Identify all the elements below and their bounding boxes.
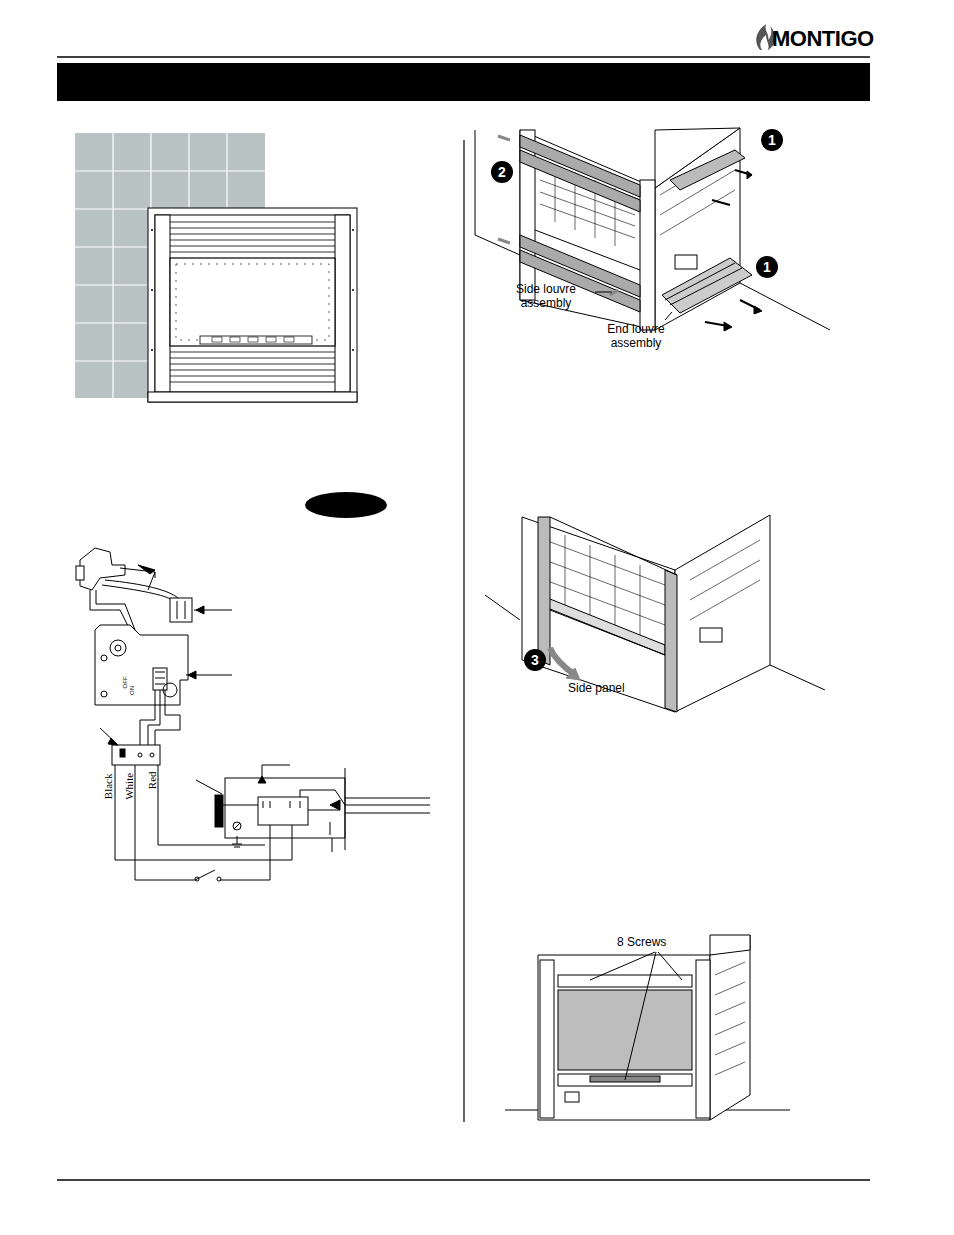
wire-color: White	[123, 773, 136, 800]
switch-position: ON	[129, 685, 136, 694]
brand-logo: MONTIGO	[772, 26, 874, 51]
callout-number: 2	[491, 161, 513, 183]
callout-number: 1	[756, 256, 778, 278]
switch-position: OFF	[122, 676, 129, 688]
callout-number: 1	[761, 129, 783, 151]
wire-color: Black	[102, 773, 115, 799]
part-label: Side panel	[568, 682, 625, 696]
wire-color: Red	[146, 771, 159, 789]
part-label: Side louvre assembly	[500, 283, 592, 311]
part-label: End louvre assembly	[590, 323, 682, 351]
part-label: 8 Screws	[617, 936, 666, 950]
callout-number: 3	[524, 649, 546, 671]
